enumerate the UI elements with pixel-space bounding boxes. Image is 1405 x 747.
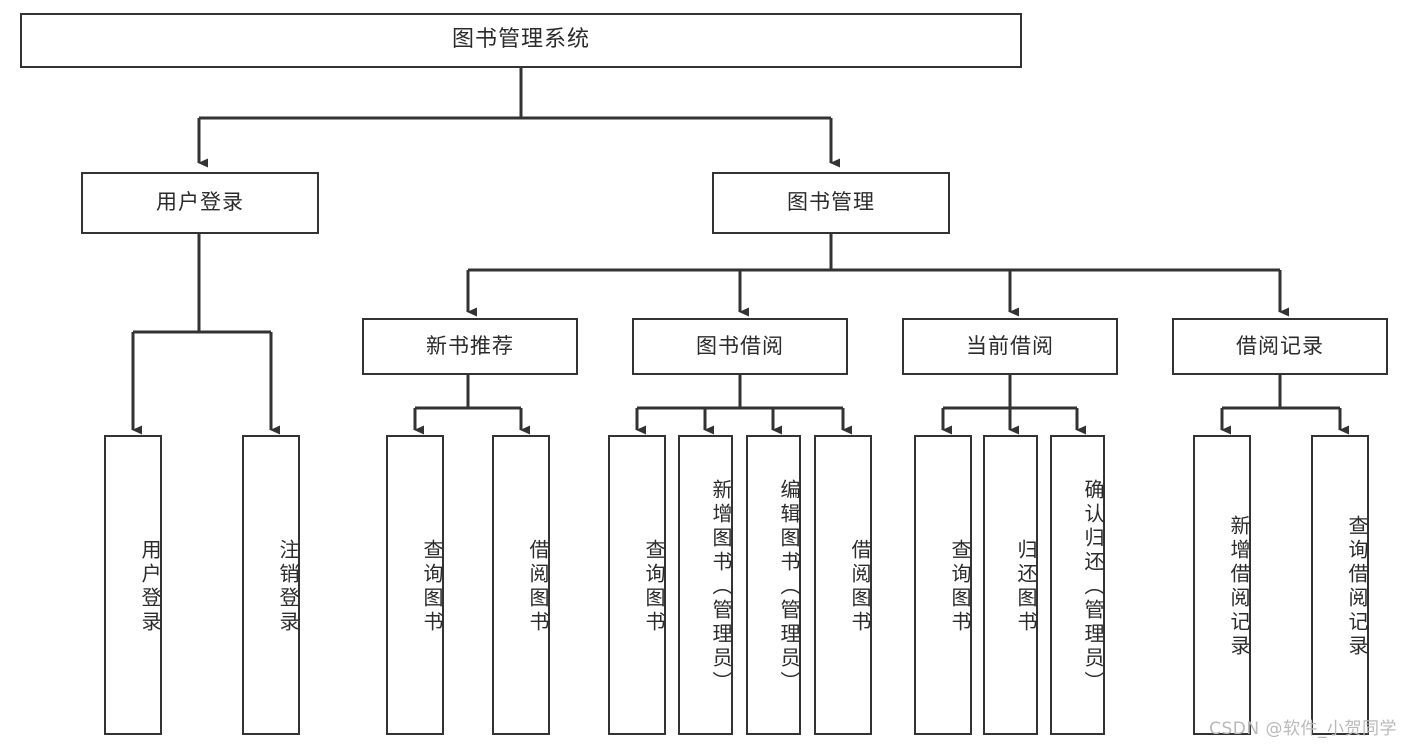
leaf-query-book-2[interactable]: 查询图书 — [608, 435, 666, 735]
node-book-borrow[interactable]: 图书借阅 — [632, 318, 848, 375]
leaf-label: 归还图书 — [1014, 539, 1038, 635]
leaf-query-record[interactable]: 查询借阅记录 — [1311, 435, 1369, 735]
leaf-label: 查询借阅记录 — [1345, 515, 1369, 659]
leaf-label: 借阅图书 — [848, 539, 872, 635]
leaf-label: 编辑图书（管理员） — [777, 479, 801, 695]
node-current-borrow[interactable]: 当前借阅 — [902, 318, 1118, 375]
csdn-watermark: CSDN @软件_小贺同学 — [1209, 719, 1397, 739]
leaf-query-book-3[interactable]: 查询图书 — [914, 435, 972, 735]
node-user-login[interactable]: 用户登录 — [81, 172, 319, 234]
node-root-system[interactable]: 图书管理系统 — [20, 13, 1022, 68]
leaf-edit-book[interactable]: 编辑图书（管理员） — [746, 435, 801, 735]
leaf-label: 查询图书 — [948, 539, 972, 635]
leaf-add-book[interactable]: 新增图书（管理员） — [678, 435, 733, 735]
leaf-label: 查询图书 — [420, 539, 444, 635]
leaf-logout-login[interactable]: 注销登录 — [242, 435, 300, 735]
leaf-label: 新增图书（管理员） — [709, 479, 733, 695]
leaf-label: 新增借阅记录 — [1227, 515, 1251, 659]
node-new-book-recommend[interactable]: 新书推荐 — [362, 318, 578, 375]
leaf-confirm-return[interactable]: 确认归还（管理员） — [1050, 435, 1105, 735]
leaf-query-book-1[interactable]: 查询图书 — [386, 435, 444, 735]
leaf-borrow-book-2[interactable]: 借阅图书 — [814, 435, 872, 735]
leaf-label: 注销登录 — [276, 539, 300, 635]
leaf-borrow-book-1[interactable]: 借阅图书 — [492, 435, 550, 735]
leaf-user-login[interactable]: 用户登录 — [104, 435, 162, 735]
leaf-label: 用户登录 — [138, 539, 162, 635]
leaf-return-book[interactable]: 归还图书 — [983, 435, 1038, 735]
leaf-label: 借阅图书 — [526, 539, 550, 635]
leaf-add-record[interactable]: 新增借阅记录 — [1193, 435, 1251, 735]
leaf-label: 确认归还（管理员） — [1081, 479, 1105, 695]
node-borrow-record[interactable]: 借阅记录 — [1172, 318, 1388, 375]
leaf-label: 查询图书 — [642, 539, 666, 635]
node-book-manage[interactable]: 图书管理 — [712, 172, 950, 234]
